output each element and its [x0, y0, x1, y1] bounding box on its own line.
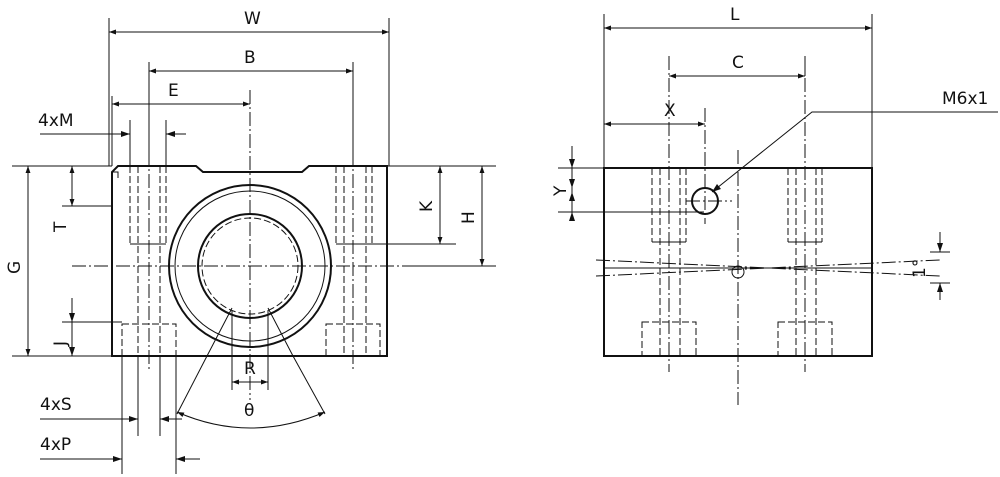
label-theta: θ [244, 401, 254, 421]
label-p: 4xP [40, 435, 71, 455]
label-t: T [51, 221, 71, 233]
dim-arc-theta [176, 411, 326, 429]
label-e: E [168, 81, 179, 101]
label-l: L [730, 5, 740, 25]
label-k: K [417, 200, 437, 212]
label-j: J [51, 341, 71, 347]
label-b: B [244, 48, 256, 68]
right-mounting-hole [325, 152, 381, 372]
label-y: Y [551, 185, 571, 197]
bore-opening-slot [206, 307, 294, 357]
side-view: L C X Y M6x1 1° [551, 5, 998, 405]
side-left-bolt-hole [641, 56, 697, 372]
front-view: W B E 4xM T G K H J R θ 4xS 4xP [5, 9, 496, 474]
label-r: R [244, 359, 256, 379]
label-h: H [459, 211, 479, 224]
label-x: X [664, 101, 676, 121]
label-c: C [732, 53, 744, 73]
side-right-bolt-hole [777, 56, 833, 372]
label-w: W [244, 9, 261, 29]
label-g: G [5, 261, 25, 274]
label-m: 4xM [38, 111, 74, 131]
label-deg: 1° [910, 259, 930, 278]
front-view-outline [111, 165, 388, 357]
left-mounting-hole [121, 152, 177, 372]
label-m6: M6x1 [942, 89, 988, 109]
m6-leader-line [711, 111, 998, 193]
label-s: 4xS [40, 395, 72, 415]
